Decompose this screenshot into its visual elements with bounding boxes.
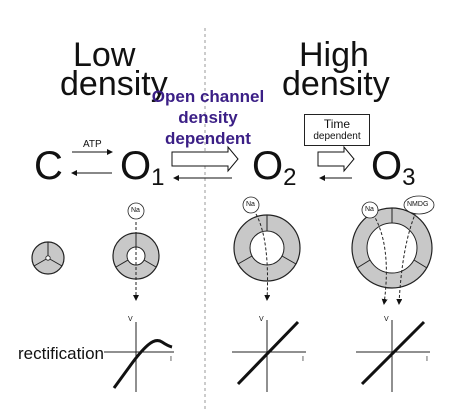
- iv2-v-label: V: [259, 316, 264, 323]
- iv-plot-linear-o2: [232, 320, 306, 392]
- iv-plot-linear-o3: [356, 320, 430, 392]
- rectification-label: rectification: [18, 344, 104, 363]
- nmdg-ion-icon: [403, 195, 435, 215]
- pore-o2-icon: [233, 213, 301, 301]
- nmdg-label: NMDG: [407, 201, 429, 208]
- state-o2-sub: 2: [283, 164, 297, 191]
- na-label-o3: Na: [365, 206, 374, 213]
- time-line1: Time: [323, 117, 351, 131]
- atp-label: ATP: [83, 139, 102, 150]
- na-ion-o3-icon: [361, 201, 379, 219]
- hollow-arrow-o1-to-o2: [171, 145, 239, 173]
- iv2-i-label: I: [302, 356, 304, 363]
- iv-plot-rectification: [104, 322, 174, 392]
- state-o2: O2: [252, 146, 296, 190]
- open-channel-density-label: Open channel density dependent: [150, 86, 266, 149]
- low-density-title-line2: density: [60, 65, 168, 103]
- state-o3-sub: 3: [402, 164, 416, 191]
- pore-o3-icon: [351, 207, 433, 305]
- high-density-title-line2: density: [282, 65, 390, 103]
- state-o3: O3: [371, 146, 415, 190]
- state-o3-letter: O: [371, 144, 403, 188]
- na-label-o1: Na: [131, 207, 140, 214]
- iv1-i-label: I: [170, 356, 172, 363]
- state-o1: O1: [120, 146, 164, 190]
- open-channel-line2: density: [178, 108, 238, 127]
- state-c-letter: C: [34, 144, 63, 188]
- time-dependent-box: Time dependent: [304, 114, 370, 146]
- open-channel-line1: Open channel: [151, 87, 265, 106]
- time-line2: dependent: [313, 131, 361, 142]
- state-c: C: [34, 146, 63, 186]
- state-o1-letter: O: [120, 144, 152, 188]
- na-ion-o1-icon: [127, 202, 145, 220]
- hollow-arrow-o2-to-o3: [317, 145, 355, 173]
- na-label-o2: Na: [246, 201, 255, 208]
- high-density-title-line1: High: [299, 36, 369, 74]
- iv3-i-label: I: [426, 356, 428, 363]
- state-o1-sub: 1: [151, 164, 165, 191]
- iv1-v-label: V: [128, 316, 133, 323]
- state-o2-letter: O: [252, 144, 284, 188]
- low-density-title-line1: Low: [73, 36, 136, 74]
- closed-channel-icon: [31, 241, 65, 275]
- iv3-v-label: V: [384, 316, 389, 323]
- na-ion-o2-icon: [242, 196, 260, 214]
- pore-o1-icon: [112, 222, 160, 301]
- open-channel-line3: dependent: [165, 129, 251, 148]
